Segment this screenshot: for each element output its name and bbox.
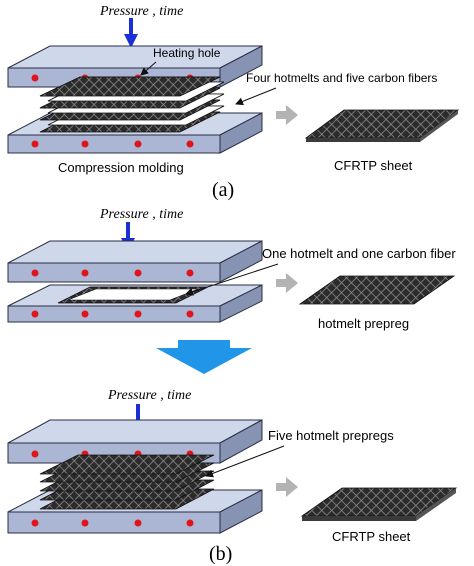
pressure-time-label-b2: Pressure , time bbox=[107, 388, 191, 403]
heating-hole-leader bbox=[140, 61, 157, 76]
four-hotmelts-leader bbox=[235, 87, 277, 106]
section-a: Pressure , time Heating hole bbox=[7, 4, 460, 201]
hotmelt-prepreg-sheet bbox=[298, 275, 456, 305]
cfrtp-sheet-b bbox=[300, 487, 458, 521]
right-arrow-icon bbox=[276, 105, 298, 125]
right-arrow-icon bbox=[276, 273, 298, 293]
single-layer-b1 bbox=[57, 286, 209, 304]
prepreg-stack-b2 bbox=[39, 454, 215, 510]
heating-holes-bottom-b1 bbox=[31, 310, 194, 318]
layer-stack-a-front bbox=[39, 76, 225, 133]
one-hotmelt-leader bbox=[185, 263, 279, 296]
pressure-time-label-a: Pressure , time bbox=[99, 4, 183, 19]
caption-b: (b) bbox=[209, 543, 232, 565]
section-b-molding: Pressure , time Five hotmel bbox=[7, 388, 458, 565]
cfrtp-sheet-a bbox=[304, 109, 460, 142]
four-hotmelts-label: Four hotmelts and five carbon fibers bbox=[246, 71, 437, 85]
heating-holes-bottom-b2 bbox=[31, 519, 194, 527]
pressure-time-label-b1: Pressure , time bbox=[99, 207, 183, 222]
section-b-prepreg: Pressure , time One hotmelt and on bbox=[7, 207, 456, 331]
cfrtp-sheet-label-a: CFRTP sheet bbox=[334, 158, 413, 173]
right-arrow-icon bbox=[276, 477, 298, 497]
one-hotmelt-label: One hotmelt and one carbon fiber bbox=[262, 246, 456, 261]
down-arrow-icon bbox=[124, 18, 138, 48]
caption-a: (a) bbox=[212, 179, 234, 201]
top-plate-b1 bbox=[7, 240, 263, 283]
heating-hole-label: Heating hole bbox=[153, 46, 221, 60]
heating-holes-top-b1 bbox=[31, 269, 194, 277]
cfrtp-sheet-label-b: CFRTP sheet bbox=[332, 529, 411, 544]
five-prepregs-leader bbox=[205, 445, 285, 478]
big-down-arrow-icon bbox=[156, 340, 252, 374]
heating-holes-bottom-a bbox=[31, 140, 194, 148]
hotmelt-prepreg-label: hotmelt prepreg bbox=[318, 316, 409, 331]
compression-molding-label: Compression molding bbox=[58, 160, 184, 175]
five-prepregs-label: Five hotmelt prepregs bbox=[268, 428, 394, 443]
